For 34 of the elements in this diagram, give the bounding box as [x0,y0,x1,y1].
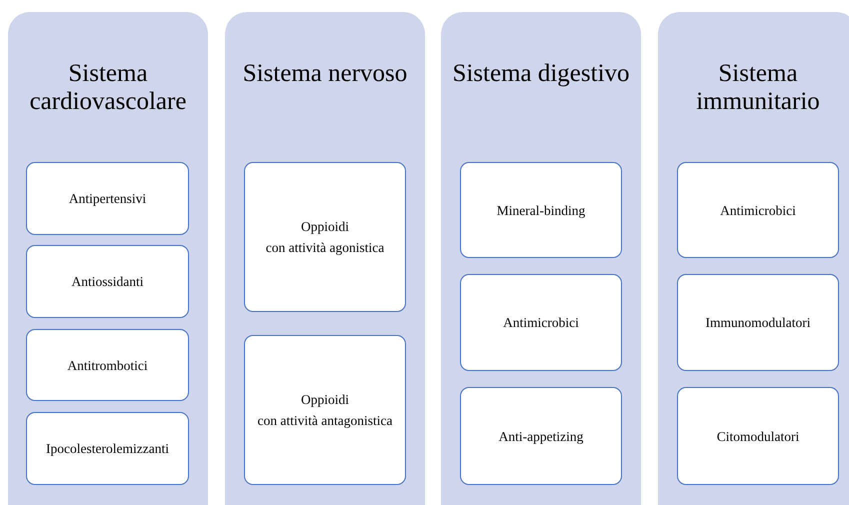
item-label: Immunomodulatori [706,314,810,331]
item-label: Antitrombotici [67,356,148,374]
item-label: Citomodulatori [716,428,800,444]
item-label: con attività agonistica [266,239,384,256]
item-box [26,245,189,318]
item-label: Antiossidanti [71,273,144,290]
category-panel [658,12,849,505]
item-box [26,412,189,485]
category-panel [225,12,425,505]
item-label: Anti-appetizing [498,428,584,444]
item-box [244,335,406,485]
category-panel [8,12,208,505]
item-label: Mineral-binding [496,202,586,218]
panel-title: Sistema nervoso [242,60,408,88]
panel-title: Sistema cardiovascolare [28,60,188,116]
item-box [677,387,839,485]
item-box [460,162,622,258]
panel-title: Sistema immunitario [695,60,821,116]
item-box [460,387,622,485]
item-label: Antimicrobici [503,314,579,331]
item-box [26,162,189,235]
item-label: Oppioidi [300,391,349,408]
item-label: con attività antagonistica [258,412,392,429]
item-box [460,274,622,371]
item-box [26,329,189,401]
panel-title: Sistema digestivo [452,60,630,88]
item-label: Oppioidi [300,218,349,235]
category-panel [441,12,641,505]
item-label: Ipocolesterolemizzanti [46,440,169,457]
item-label: Antimicrobici [720,202,796,218]
item-box [677,162,839,258]
item-box [244,162,406,312]
item-box [677,274,839,371]
item-label: Antipertensivi [68,190,146,207]
